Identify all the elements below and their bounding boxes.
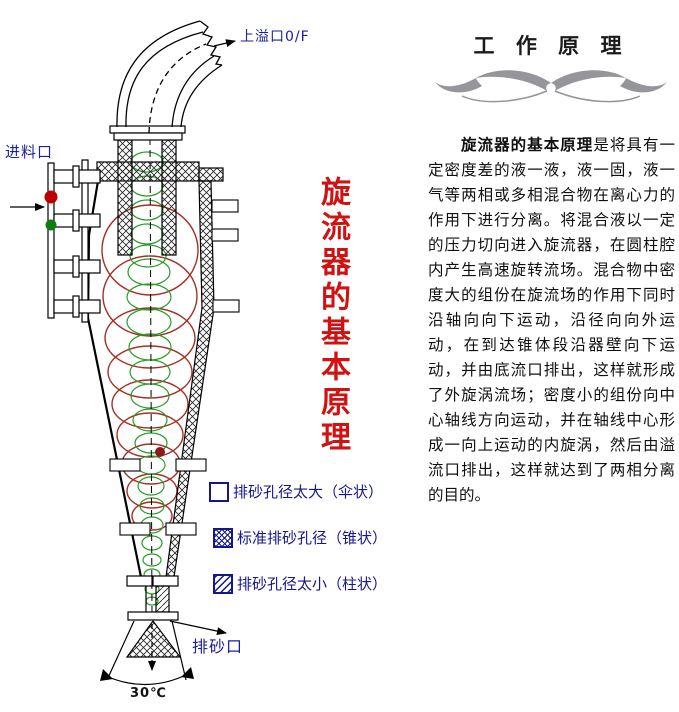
legend-item-umbrella: 排砂孔径太大（伞状）: [209, 481, 383, 502]
spray-cone: [125, 619, 182, 658]
legend-label: 排砂孔径太小（柱状）: [237, 575, 388, 593]
diagram-vertical-title: 旋流器的基本原理: [315, 176, 350, 456]
flange-stubs: [109, 199, 240, 536]
crosshatch-square-swatch: [213, 527, 233, 548]
feed-inlet-assembly: [10, 159, 101, 323]
cone-particle-dot: [155, 447, 165, 457]
center-axis-line: [149, 137, 153, 617]
angle-arc: [105, 673, 189, 686]
feed-inlet-label: 进料口: [5, 143, 54, 161]
legend-item-column: 排砂孔径太小（柱状）: [213, 573, 387, 594]
overflow-arrow: [213, 39, 236, 47]
legend-label: 标准排砂孔径（锥状）: [237, 529, 388, 547]
underflow-assembly: [100, 575, 227, 686]
diagonal-hatch-square-swatch: [213, 573, 233, 594]
decorative-flourish: [435, 70, 667, 103]
principle-paragraph-body: 是将具有一定密度差的液一液，液一固，液一气等两相或多相混合物在离心力的作用下进行…: [428, 136, 675, 504]
principle-paragraph-lead: 旋流器的基本原理: [461, 136, 594, 154]
feed-dot-green: [45, 219, 57, 231]
sand-outlet-arrow: [169, 620, 227, 636]
panel-title: 工 作 原 理: [473, 34, 629, 58]
legend-item-cone: 标准排砂孔径（锥状）: [213, 527, 387, 548]
principle-paragraph: 旋流器的基本原理是将具有一定密度差的液一液，液一固，液一气等两相或多相混合物在离…: [428, 133, 675, 508]
plain-square-swatch: [209, 481, 229, 502]
hydrocyclone-diagram: [10, 20, 240, 686]
feed-dot-red: [44, 190, 58, 204]
cone-angle-label: 30℃: [130, 686, 167, 701]
overflow-pipe: [116, 20, 236, 134]
vessel-walls: [86, 125, 224, 578]
working-principle-panel: 工 作 原 理 旋流器的基本原理是将具有一定密度差的液一液，液一固，液一气等两相…: [425, 0, 677, 508]
legend-label: 排砂孔径太大（伞状）: [233, 483, 384, 501]
overflow-outlet-label: 上溢口0/F: [240, 29, 310, 45]
sand-outlet-label: 排砂口: [192, 637, 244, 656]
